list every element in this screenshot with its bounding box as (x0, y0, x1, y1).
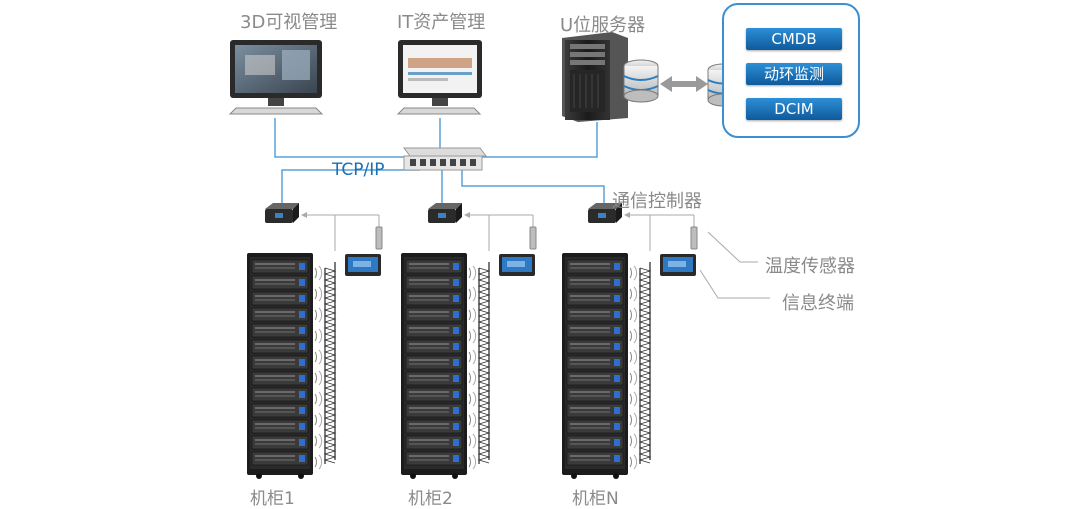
temperature-sensor-icon (529, 226, 537, 250)
label-temp-sensor: 温度传感器 (765, 256, 855, 277)
systems-panel: CMDB 动环监测 DCIM (722, 3, 860, 138)
cable-tray (638, 262, 652, 464)
rack-assembly-2 (401, 203, 537, 479)
system-cmdb-button[interactable]: CMDB (746, 28, 842, 50)
label-u-server: U位服务器 (560, 15, 646, 36)
wireless-signal-icons (314, 265, 323, 470)
rack-label-2: 机柜2 (408, 489, 453, 509)
database-icon-left (623, 59, 659, 103)
label-3d-visual: 3D可视管理 (240, 12, 338, 33)
comm-controller-icon (588, 203, 622, 223)
monitor-3d-visual (228, 40, 324, 115)
comm-controller-icon (428, 203, 462, 223)
system-dcim-button[interactable]: DCIM (746, 98, 842, 120)
server-rack (247, 253, 313, 479)
wireless-signal-icons (468, 265, 477, 470)
rack-label-n: 机柜N (572, 489, 619, 509)
tower-server (562, 32, 628, 122)
network-switch (403, 147, 487, 171)
rack-assembly-1 (247, 203, 383, 479)
label-tcp-ip: TCP/IP (332, 160, 385, 180)
comm-controller-icon (265, 203, 299, 223)
system-env-monitor-button[interactable]: 动环监测 (746, 63, 842, 85)
monitor-it-asset (396, 40, 482, 115)
rack-assembly-3 (562, 203, 698, 479)
label-comm-controller: 通信控制器 (612, 191, 702, 212)
cable-tray (323, 262, 337, 464)
server-rack (401, 253, 467, 479)
rack-label-1: 机柜1 (250, 489, 295, 509)
cable-tray (477, 262, 491, 464)
callout-lines (699, 231, 770, 299)
info-terminal-icon (499, 254, 535, 276)
temperature-sensor-icon (375, 226, 383, 250)
info-terminal-icon (660, 254, 696, 276)
label-it-asset: IT资产管理 (397, 12, 486, 33)
database-sync (623, 59, 739, 107)
server-rack (562, 253, 628, 479)
label-info-terminal: 信息终端 (782, 293, 854, 314)
wireless-signal-icons (629, 265, 638, 470)
sync-arrow-icon (660, 76, 708, 92)
info-terminal-icon (345, 254, 381, 276)
temperature-sensor-icon (690, 226, 698, 250)
